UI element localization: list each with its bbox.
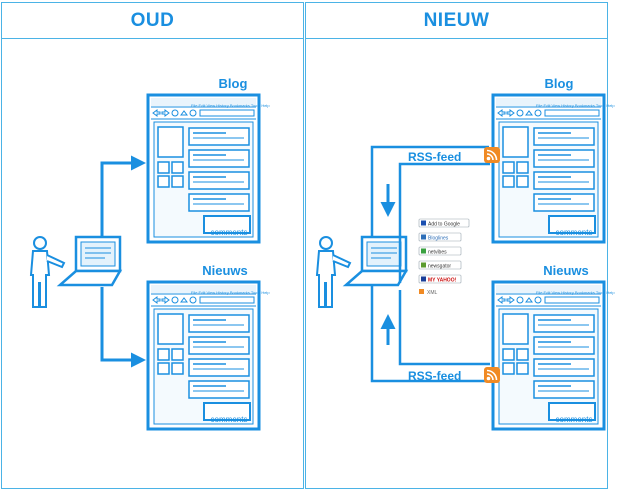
new-news-menu-text: File Edit View History Bookmarks Tools H… bbox=[536, 290, 615, 295]
new-blog-feed-line bbox=[370, 145, 489, 237]
old-blog-comments-label: comments bbox=[211, 228, 248, 237]
new-news-feed-line-inner bbox=[398, 290, 490, 366]
my-yahoo-button[interactable]: MY YAHOO! bbox=[418, 274, 462, 284]
svg-text:XML: XML bbox=[427, 290, 438, 296]
svg-text:MY YAHOO!: MY YAHOO! bbox=[428, 278, 457, 284]
rss-feed-label-blog: RSS-feed bbox=[408, 150, 461, 164]
netvibes-button[interactable]: netvibes bbox=[418, 246, 462, 256]
new-blog-label: Blog bbox=[545, 76, 574, 91]
svg-text:Bloglines: Bloglines bbox=[428, 236, 449, 242]
add-to-google-button[interactable]: Add to Google bbox=[418, 218, 470, 228]
bloglines-button[interactable]: Bloglines bbox=[418, 232, 462, 242]
old-news-comments-label: comments bbox=[211, 415, 248, 424]
old-blog-menu-text: File Edit View History Bookmarks Tools H… bbox=[191, 103, 270, 108]
newsgator-button[interactable]: newsgator bbox=[418, 260, 462, 270]
new-blog-feed-line-inner bbox=[398, 162, 490, 283]
new-blog-comments-label: comments bbox=[556, 228, 593, 237]
old-blog-label: Blog bbox=[219, 76, 248, 91]
old-panel-title: OUD bbox=[130, 9, 175, 31]
old-arrow-to-blog bbox=[100, 155, 146, 237]
old-news-window: File Edit View History Bookmarks Tools H… bbox=[146, 280, 270, 431]
new-user-with-laptop bbox=[315, 235, 408, 309]
new-panel-header: NIEUW bbox=[306, 3, 607, 39]
old-news-menu-text: File Edit View History Bookmarks Tools H… bbox=[191, 290, 270, 295]
new-panel-title: NIEUW bbox=[423, 9, 490, 31]
old-arrow-to-news bbox=[100, 287, 146, 368]
new-blog-menu-text: File Edit View History Bookmarks Tools H… bbox=[536, 103, 615, 108]
rss-icon bbox=[483, 366, 501, 384]
old-news-label: Nieuws bbox=[202, 263, 248, 278]
new-news-window: File Edit View History Bookmarks Tools H… bbox=[491, 280, 615, 431]
svg-text:netvibes: netvibes bbox=[428, 250, 447, 256]
svg-text:Add to Google: Add to Google bbox=[428, 222, 460, 228]
old-panel-header: OUD bbox=[2, 3, 303, 39]
new-news-comments-label: comments bbox=[556, 415, 593, 424]
new-blog-window: File Edit View History Bookmarks Tools H… bbox=[491, 93, 615, 244]
rss-feed-label-news: RSS-feed bbox=[408, 369, 461, 383]
old-user-with-laptop bbox=[29, 235, 122, 309]
new-news-label: Nieuws bbox=[543, 263, 589, 278]
rss-icon bbox=[483, 146, 501, 164]
svg-text:newsgator: newsgator bbox=[428, 264, 451, 270]
new-news-feed-line bbox=[370, 285, 489, 383]
subscribe-buttons: Add to Google Bloglines netvibes newsgat… bbox=[418, 218, 470, 296]
xml-button[interactable]: XML bbox=[419, 289, 438, 296]
old-blog-window: File Edit View History Bookmarks Tools H… bbox=[146, 93, 270, 244]
